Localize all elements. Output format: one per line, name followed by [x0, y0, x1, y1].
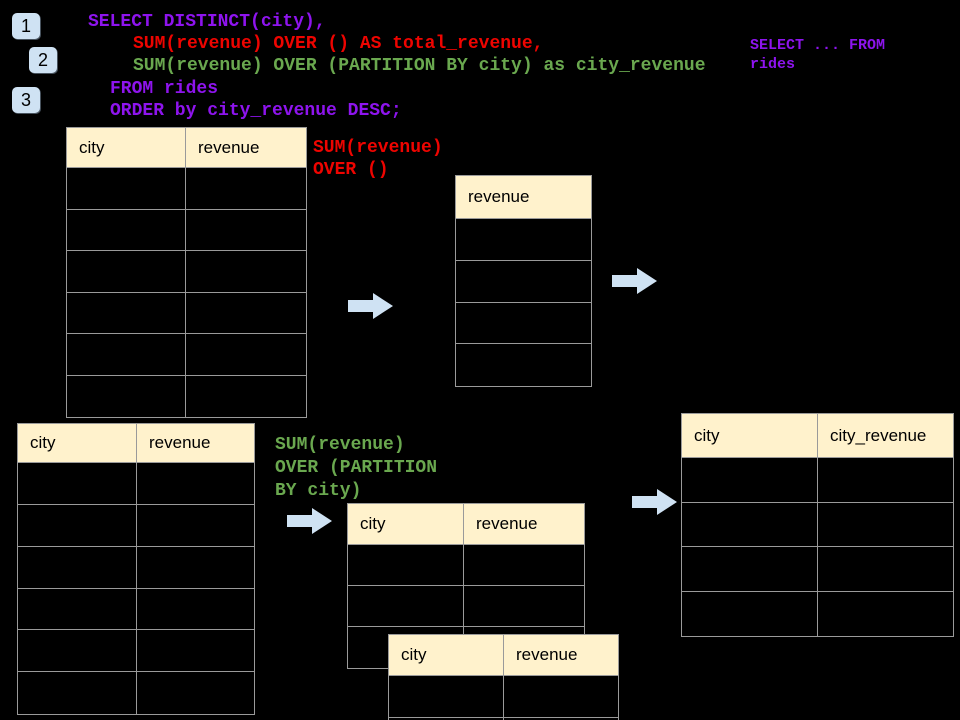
column-header-revenue: revenue: [456, 176, 591, 219]
annotation-partition-line-2: OVER (PARTITION: [275, 458, 438, 478]
table-cell-empty: [186, 210, 306, 251]
table-total-revenue-result: revenue: [455, 175, 592, 387]
table-cell-empty: [18, 630, 137, 673]
column-header-city_revenue: city_revenue: [818, 414, 953, 458]
table-cell-empty: [137, 630, 254, 673]
side-code-select-from: SELECT ... FROM: [750, 37, 886, 54]
table-cell-empty: [389, 676, 504, 718]
column-header-revenue: revenue: [464, 504, 584, 545]
arrow-right-icon-partition-result: [632, 489, 677, 515]
table-cell-empty: [389, 718, 504, 720]
table-cell-empty: [67, 292, 186, 334]
table-cell-empty: [137, 463, 254, 505]
table-cell-empty: [682, 458, 818, 503]
arrow-right-icon-total-flow: [348, 293, 393, 319]
table-cell-empty: [186, 376, 306, 418]
table-cell-empty: [67, 209, 186, 251]
sql-code-line-3: SUM(revenue) OVER (PARTITION BY city) as…: [133, 56, 706, 76]
table-cell-empty: [504, 676, 618, 718]
column-header-revenue: revenue: [186, 128, 306, 168]
table-cell-empty: [67, 375, 186, 417]
annotation-total-line-2: OVER (): [313, 160, 389, 180]
annotation-partition-line-3: BY city): [275, 481, 362, 501]
column-header-city: city: [389, 635, 504, 676]
arrow-right-icon-total-result: [612, 268, 657, 294]
table-cell-empty: [67, 168, 186, 210]
table-cell-empty: [137, 672, 254, 714]
step-badge-2: 2: [29, 47, 57, 73]
table-cell-empty: [682, 591, 818, 636]
table-cell-empty: [464, 545, 584, 586]
table-cell-empty: [186, 293, 306, 334]
column-header-city: city: [682, 414, 818, 458]
table-cell-empty: [348, 545, 464, 586]
step-badge-1: 1: [12, 13, 40, 39]
sql-code-line-2: SUM(revenue) OVER () AS total_revenue,: [133, 34, 544, 54]
table-cell-empty: [67, 251, 186, 293]
table-cell-empty: [18, 463, 137, 505]
column-header-city: city: [67, 128, 186, 168]
column-header-revenue: revenue: [504, 635, 618, 676]
table-cell-empty: [18, 672, 137, 715]
annotation-partition-line-1: SUM(revenue): [275, 435, 405, 455]
table-cell-empty: [137, 505, 254, 547]
table-cell-empty: [818, 592, 953, 637]
table-cell-empty: [18, 504, 137, 547]
arrow-right-icon-partition-flow: [287, 508, 332, 534]
table-cell-empty: [18, 588, 137, 631]
table-cell-empty: [818, 503, 953, 547]
table-cell-empty: [464, 586, 584, 627]
table-cell-empty: [186, 168, 306, 210]
sql-code-line-4: FROM rides: [110, 79, 219, 99]
table-cell-empty: [67, 334, 186, 376]
table-cell-empty: [682, 547, 818, 592]
table-cell-empty: [186, 251, 306, 293]
table-cell-empty: [348, 586, 464, 627]
table-cell-empty: [186, 334, 306, 376]
table-cell-empty: [18, 546, 137, 589]
column-header-city: city: [348, 504, 464, 545]
table-cell-empty: [456, 261, 591, 303]
table-cell-empty: [137, 589, 254, 631]
table-cell-empty: [456, 344, 591, 386]
table-cell-empty: [456, 303, 591, 345]
sql-code-line-1: SELECT DISTINCT(city),: [88, 12, 326, 32]
table-cell-empty: [456, 219, 591, 261]
table-cell-empty: [682, 502, 818, 547]
column-header-revenue: revenue: [137, 424, 254, 463]
table-cell-empty: [818, 458, 953, 503]
column-header-city: city: [18, 424, 137, 463]
side-code-rides: rides: [750, 56, 796, 73]
table-cell-empty: [137, 547, 254, 589]
step-badge-3: 3: [12, 87, 40, 113]
annotation-total-line-1: SUM(revenue): [313, 138, 443, 158]
table-cell-empty: [818, 547, 953, 592]
sql-code-line-5: ORDER by city_revenue DESC;: [110, 101, 402, 121]
